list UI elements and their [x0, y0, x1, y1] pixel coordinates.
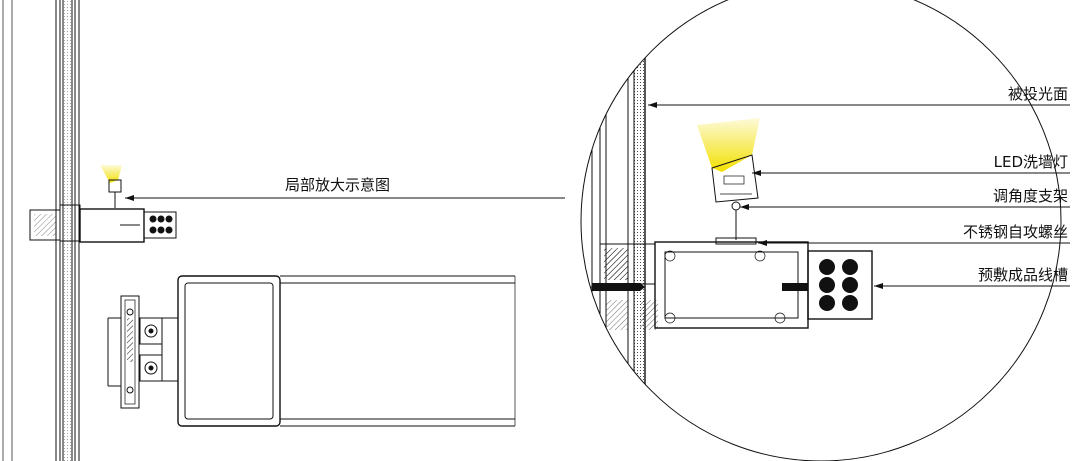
cable-trough-label: 预敷成品线槽	[978, 266, 1068, 284]
detail-circle	[580, 0, 1062, 461]
leader-lines	[648, 102, 1070, 289]
detail-view-label: 局部放大示意图	[285, 176, 390, 194]
overview-steel-tube	[177, 275, 516, 427]
cable-trough	[807, 250, 873, 320]
angle-bracket-label: 调角度支架	[993, 187, 1068, 205]
overview-led-washer	[100, 165, 122, 208]
overview-curtain-wall	[2, 0, 177, 461]
overview-bracket	[107, 295, 179, 409]
overview-transom	[29, 204, 177, 243]
detail-content	[581, 0, 873, 461]
self-tapping-screw-label: 不锈钢自攻螺丝	[963, 223, 1068, 241]
detail-callout: 局部放大示意图	[125, 176, 565, 201]
screws	[581, 283, 808, 291]
lit-surface-label: 被投光面	[1008, 85, 1068, 103]
led-washer	[697, 118, 760, 240]
led-washer-label: LED洗墙灯	[994, 153, 1068, 171]
